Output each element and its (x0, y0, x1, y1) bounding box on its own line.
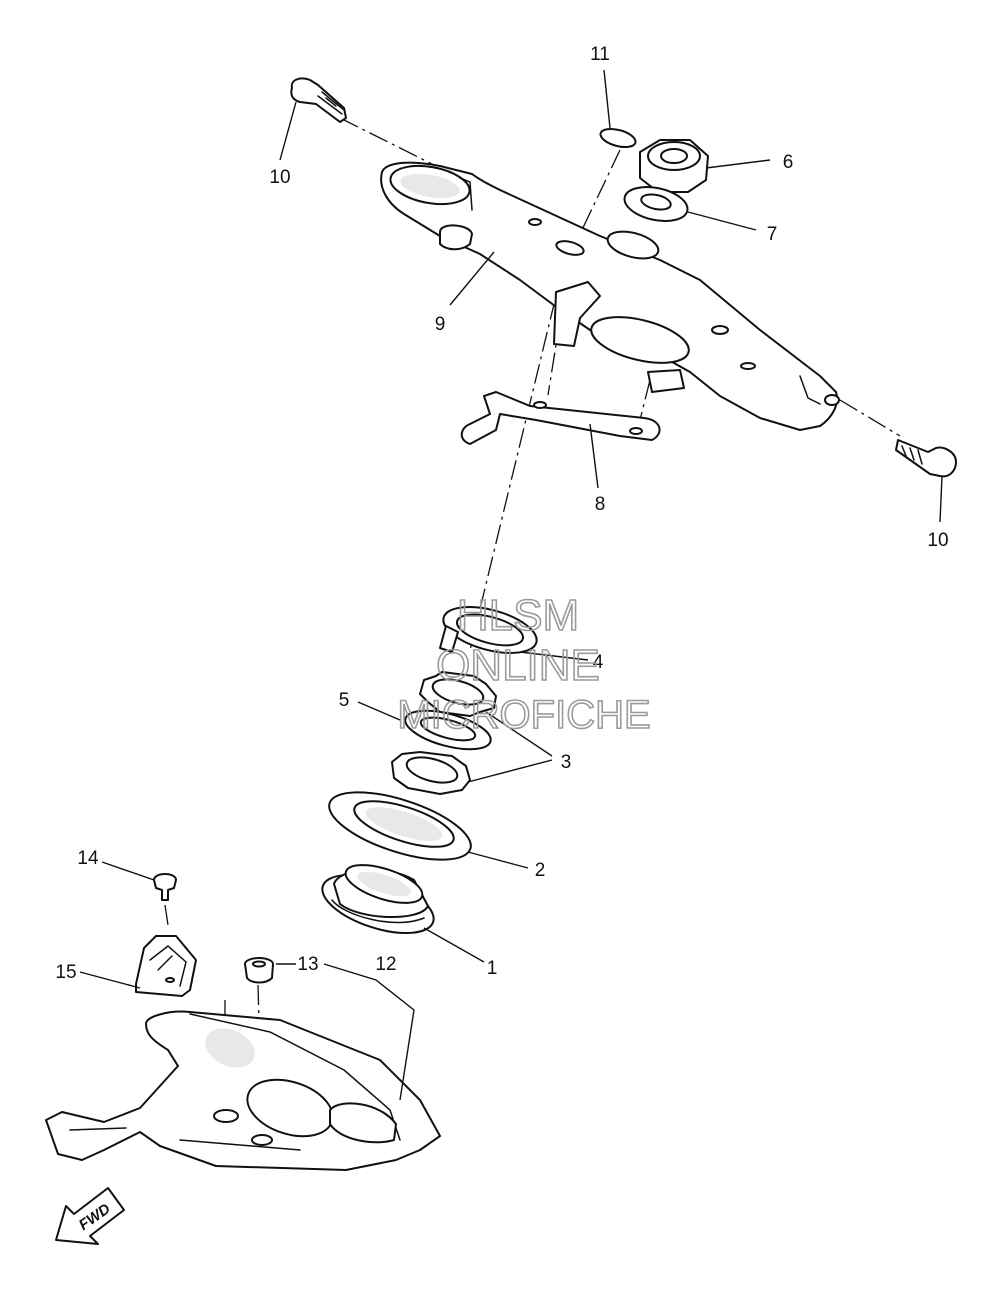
part-2-bearing-cover (328, 791, 472, 861)
part-10-bolt-left (290, 77, 347, 123)
part-7-washer (623, 185, 689, 223)
callout-2: 2 (535, 860, 546, 881)
callout-10-right: 10 (927, 530, 948, 551)
callout-4: 4 (593, 652, 604, 673)
part-8-stay (460, 391, 661, 445)
callout-6: 6 (783, 152, 794, 173)
part-9-upper-bracket (380, 161, 840, 431)
callout-5: 5 (339, 690, 350, 711)
callout-11: 11 (590, 44, 610, 65)
fwd-arrow-icon: FWD (55, 1187, 125, 1245)
part-3-ring-nut-upper (419, 671, 497, 717)
callout-3: 3 (561, 752, 572, 773)
part-14-rivet (153, 873, 177, 901)
callout-9: 9 (435, 314, 446, 335)
watermark-line-3: MICROFICHE (397, 693, 650, 737)
part-11-plug (599, 127, 637, 149)
callout-15: 15 (55, 962, 76, 983)
part-12-under-cover (45, 1010, 441, 1171)
part-5-washer (404, 709, 492, 751)
part-3-ring-nut-lower (391, 751, 471, 795)
watermark: HLSM ONLINE MICROFICHE (397, 590, 652, 738)
part-6-nut (639, 139, 709, 193)
part-1-ball-race (321, 864, 435, 935)
callout-13: 13 (297, 954, 318, 975)
callout-8: 8 (595, 494, 606, 515)
part-4-lock-washer (439, 606, 538, 654)
callout-7: 7 (767, 224, 778, 245)
part-15-holder (135, 935, 197, 997)
callout-1: 1 (487, 958, 498, 979)
callout-labels: 11 10 6 7 9 8 10 4 5 3 2 1 14 15 13 12 (55, 44, 948, 983)
watermark-line-2: ONLINE (436, 641, 600, 690)
callout-14: 14 (77, 848, 99, 869)
watermark-line-1: HLSM (457, 591, 579, 640)
callout-12: 12 (375, 954, 396, 975)
callout-10-left: 10 (269, 167, 290, 188)
part-13-collar (244, 957, 274, 984)
part-10-bolt-right (895, 439, 957, 478)
leader-lines (79, 69, 943, 1101)
